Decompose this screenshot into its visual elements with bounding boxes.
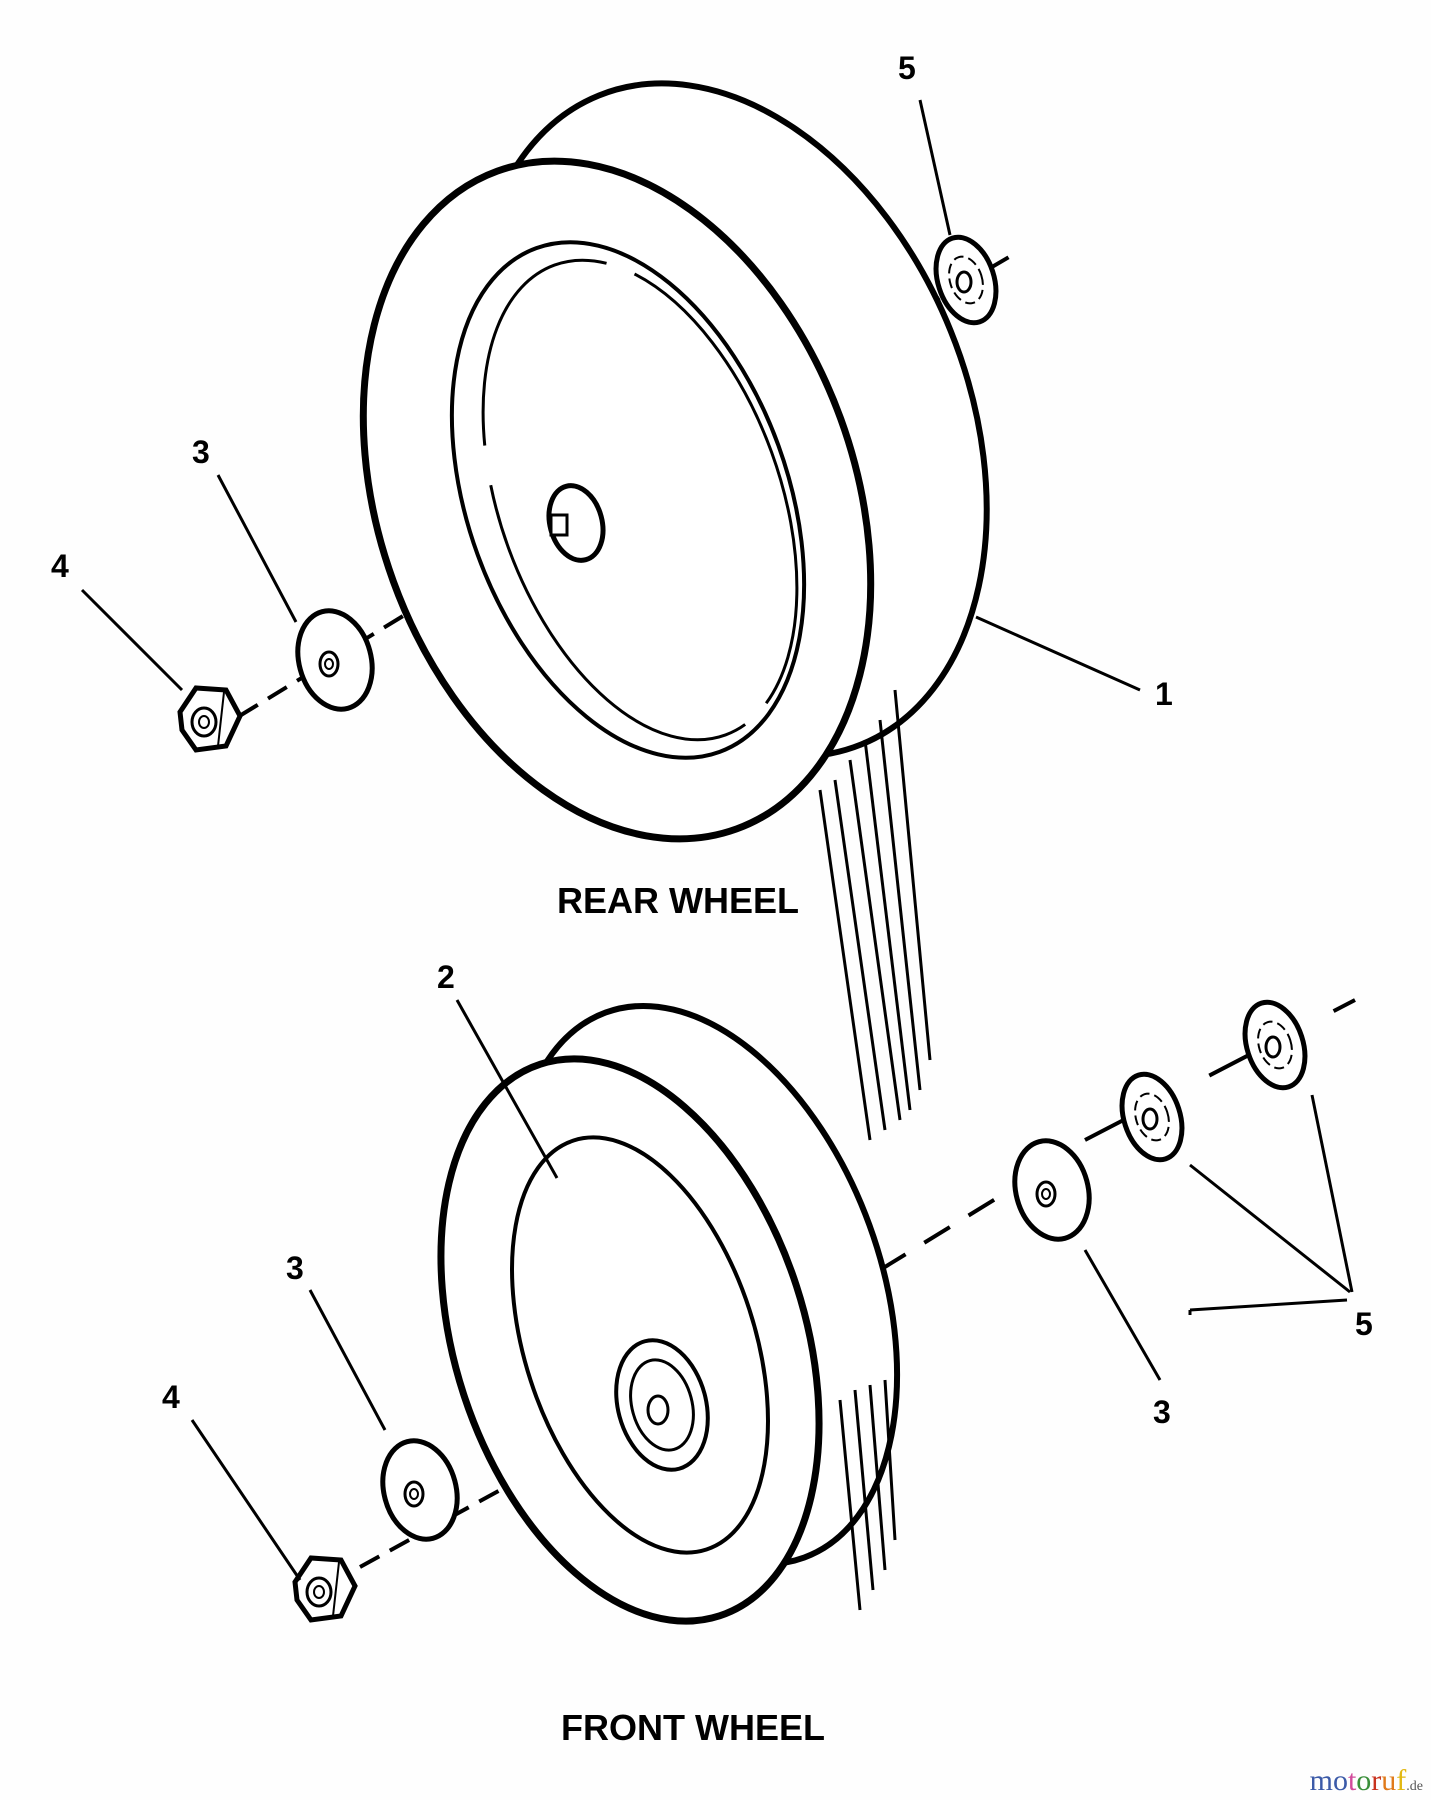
rear-callout-3: 3: [192, 434, 210, 470]
rear-leader-lines: [80, 99, 1141, 692]
watermark-tld: .de: [1406, 1779, 1423, 1794]
watermark-letter: o: [1332, 1764, 1348, 1797]
watermark-logo: motoruf.de: [1310, 1764, 1423, 1798]
front-washer-5-a: [1112, 1067, 1192, 1168]
watermark-letter: u: [1381, 1764, 1397, 1797]
front-washer-3-right: [1004, 1132, 1099, 1247]
front-wheel: [437, 1002, 901, 1625]
rear-nut-4: [180, 688, 240, 750]
front-callout-5: 5: [1355, 1306, 1373, 1342]
watermark-letter: m: [1309, 1764, 1333, 1797]
rear-callout-1: 1: [1155, 676, 1173, 712]
rear-callout-4: 4: [51, 548, 69, 584]
rear-callout-5: 5: [898, 50, 916, 86]
rear-wheel-caption: REAR WHEEL: [557, 880, 799, 921]
front-callout-4: 4: [162, 1379, 180, 1415]
watermark-letter: f: [1396, 1764, 1407, 1797]
watermark-letter: t: [1347, 1764, 1357, 1797]
front-washer-3-left: [372, 1432, 467, 1547]
front-wheel-caption: FRONT WHEEL: [561, 1707, 825, 1748]
rear-wheel: [359, 80, 990, 1141]
watermark-letter: o: [1356, 1764, 1372, 1797]
rear-wheel-assembly: 5 3 4 1 REAR WHEEL: [51, 50, 1173, 1141]
rear-washer-3: [287, 602, 382, 717]
front-leader-5: [1189, 1094, 1354, 1294]
front-nut-4: [295, 1558, 355, 1620]
front-callout-3-left: 3: [286, 1250, 304, 1286]
watermark-letter: r: [1371, 1764, 1382, 1797]
front-axis-line-right: [878, 1188, 1012, 1272]
front-callout-2: 2: [437, 959, 455, 995]
front-wheel-assembly: 2 3 4 3 5 FRONT WHEEL: [162, 959, 1373, 1748]
front-callout-3-right: 3: [1153, 1394, 1171, 1430]
front-washer-5-b: [1235, 995, 1315, 1096]
front-leader-lines: [190, 999, 1348, 1581]
